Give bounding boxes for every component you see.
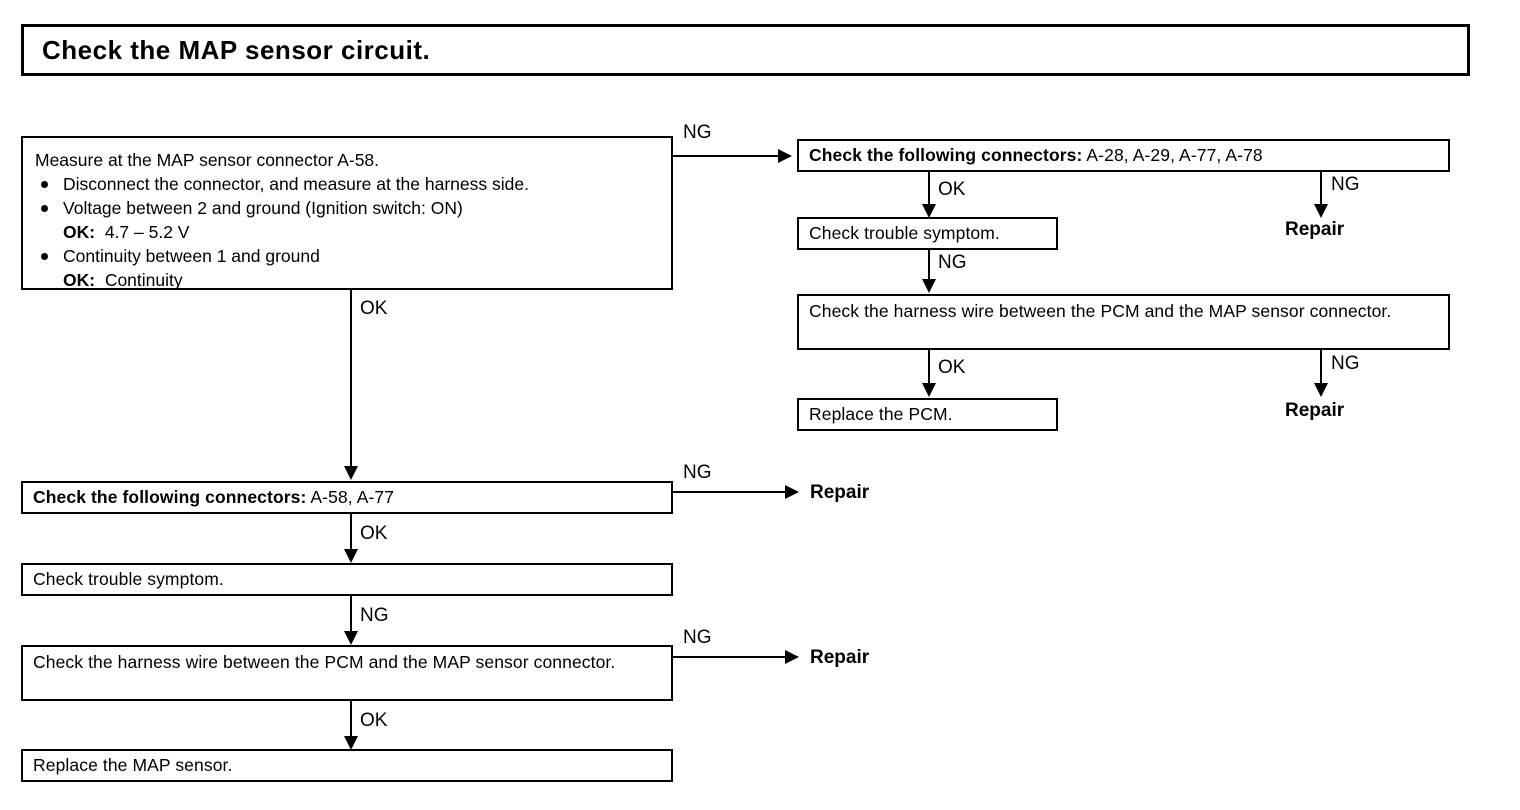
left-harness-repair-label: Repair [810, 647, 870, 668]
right-connectors-label: Check the following connectors: A-28, A-… [809, 145, 1263, 165]
right-connectors-ok-label: OK [938, 179, 966, 200]
right-harness-text: Check the harness wire between the PCM a… [809, 301, 1392, 321]
right-harness-repair-label: Repair [1285, 400, 1345, 421]
left-connectors-box: Check the following connectors: A-58, A-… [21, 481, 673, 514]
left-harness-ng-arrowhead [785, 650, 799, 664]
left-connectors-repair-label: Repair [810, 482, 870, 503]
left-harness-ok-line [350, 701, 352, 740]
right-trouble-box: Check trouble symptom. [797, 217, 1058, 250]
right-trouble-ng-label: NG [938, 252, 967, 273]
right-connectors-ng-line [1320, 172, 1322, 208]
left-harness-ng-line [673, 656, 785, 658]
measure-ok-voltage: OK: 4.7 – 5.2 V [33, 220, 661, 244]
right-harness-box: Check the harness wire between the PCM a… [797, 294, 1450, 350]
right-harness-ng-arrowhead [1314, 383, 1328, 397]
measure-bullet-list-2: Continuity between 1 and ground [33, 244, 661, 268]
ok-label: OK: [63, 222, 96, 242]
list-item: Voltage between 2 and ground (Ignition s… [33, 196, 661, 220]
measure-bullet-list: Disconnect the connector, and measure at… [33, 172, 661, 220]
bullet-icon [41, 253, 48, 260]
measure-ok-continuity: OK: Continuity [33, 268, 661, 292]
left-connectors-ok-label: OK [360, 523, 388, 544]
measure-ng-label: NG [683, 122, 712, 143]
left-connectors-ok-arrowhead [344, 549, 358, 563]
left-connectors-ng-label: NG [683, 462, 712, 483]
left-harness-box: Check the harness wire between the PCM a… [21, 645, 673, 701]
bullet-text: Continuity between 1 and ground [63, 246, 320, 266]
list-item: Disconnect the connector, and measure at… [33, 172, 661, 196]
left-trouble-box: Check trouble symptom. [21, 563, 673, 596]
page-title: Check the MAP sensor circuit. [42, 34, 431, 65]
right-connectors-ng-label: NG [1331, 174, 1360, 195]
left-trouble-text: Check trouble symptom. [33, 569, 224, 589]
measure-ng-line [673, 155, 778, 157]
bullet-icon [41, 181, 48, 188]
left-connectors-ng-arrowhead [785, 485, 799, 499]
left-harness-ng-label: NG [683, 627, 712, 648]
measure-ok-line [350, 290, 352, 472]
title-box: Check the MAP sensor circuit. [21, 24, 1470, 76]
right-harness-ok-label: OK [938, 357, 966, 378]
right-replace-text: Replace the PCM. [809, 404, 953, 424]
right-connectors-repair-label: Repair [1285, 219, 1345, 240]
measure-ng-arrowhead [778, 149, 792, 163]
ok-value: Continuity [104, 270, 183, 290]
right-trouble-ng-arrowhead [922, 279, 936, 293]
right-replace-box: Replace the PCM. [797, 398, 1058, 431]
right-harness-ok-line [928, 350, 930, 386]
measure-ok-label: OK [360, 298, 388, 319]
right-trouble-ng-line [928, 250, 930, 283]
bullet-icon [41, 205, 48, 212]
left-trouble-ng-line [350, 596, 352, 635]
right-connectors-ok-arrowhead [922, 204, 936, 218]
left-replace-text: Replace the MAP sensor. [33, 755, 233, 775]
right-connectors-ng-arrowhead [1314, 204, 1328, 218]
left-connectors-ok-line [350, 514, 352, 553]
bullet-text: Voltage between 2 and ground (Ignition s… [63, 198, 463, 218]
left-connectors-ng-line [673, 491, 785, 493]
left-trouble-ng-arrowhead [344, 631, 358, 645]
left-harness-text: Check the harness wire between the PCM a… [33, 652, 616, 672]
left-harness-ok-label: OK [360, 710, 388, 731]
left-trouble-ng-label: NG [360, 605, 389, 626]
list-item: Continuity between 1 and ground [33, 244, 661, 268]
ok-label: OK: [63, 270, 96, 290]
measure-box: Measure at the MAP sensor connector A-58… [21, 136, 673, 290]
left-connectors-label: Check the following connectors: A-58, A-… [33, 487, 395, 507]
right-harness-ng-label: NG [1331, 353, 1360, 374]
left-replace-box: Replace the MAP sensor. [21, 749, 673, 782]
left-harness-ok-arrowhead [344, 736, 358, 750]
right-connectors-ok-line [928, 172, 930, 208]
ok-value: 4.7 – 5.2 V [104, 222, 190, 242]
right-harness-ok-arrowhead [922, 383, 936, 397]
measure-ok-arrowhead [344, 466, 358, 480]
left-connectors-value: A-58, A-77 [310, 487, 395, 507]
right-harness-ng-line [1320, 350, 1322, 386]
measure-lead: Measure at the MAP sensor connector A-58… [35, 150, 380, 170]
right-connectors-value: A-28, A-29, A-77, A-78 [1086, 145, 1263, 165]
right-connectors-box: Check the following connectors: A-28, A-… [797, 139, 1450, 172]
bullet-text: Disconnect the connector, and measure at… [63, 174, 529, 194]
right-trouble-text: Check trouble symptom. [809, 223, 1000, 243]
